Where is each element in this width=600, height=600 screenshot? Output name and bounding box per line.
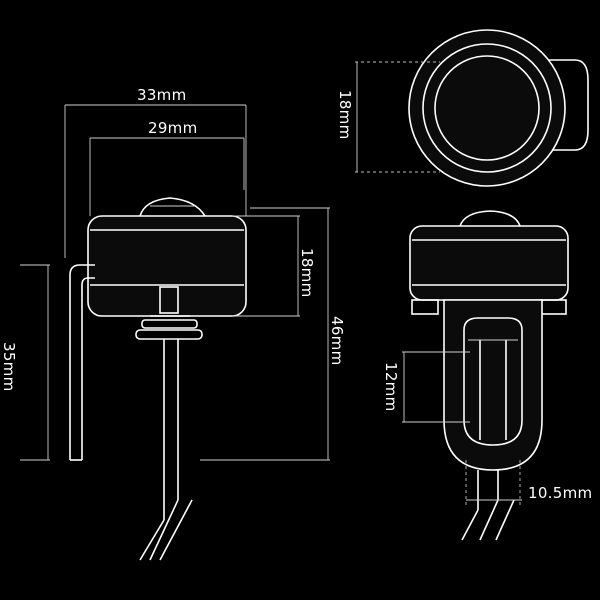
label-diameter-top: 18mm — [336, 90, 354, 140]
label-height-cap: 18mm — [298, 248, 316, 298]
side-view — [69, 197, 247, 561]
label-height-total: 46mm — [328, 316, 346, 366]
front-view — [409, 210, 569, 541]
label-stem-width: 10.5mm — [528, 484, 592, 502]
label-width-outer: 33mm — [137, 86, 187, 104]
front-view-dimensions — [402, 351, 522, 505]
label-height-bracket: 35mm — [0, 342, 18, 392]
side-view-dimensions — [20, 104, 330, 461]
label-slot-height: 12mm — [382, 362, 400, 412]
label-width-inner: 29mm — [148, 119, 198, 137]
top-view-dimensions — [355, 61, 440, 173]
top-view — [408, 29, 589, 187]
